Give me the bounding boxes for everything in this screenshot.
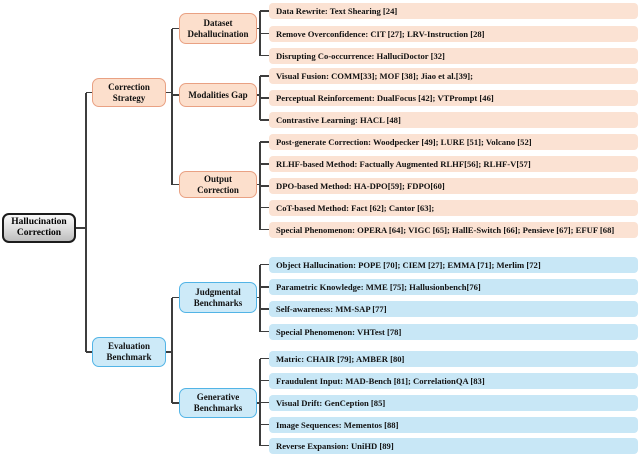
connector-line xyxy=(260,163,269,165)
connector-line xyxy=(260,330,269,333)
connector-line xyxy=(259,11,261,56)
node-modalities-gap: Modalities Gap xyxy=(179,83,257,107)
leaf-post-generate-correction: Post-generate Correction: Woodpecker [49… xyxy=(269,134,638,150)
connector-line xyxy=(260,379,269,382)
leaf-perceptual-reinforcement: Perceptual Reinforcement: DualFocus [42]… xyxy=(269,90,638,106)
connector-line xyxy=(259,142,261,230)
connector-line xyxy=(260,119,269,121)
connector-line xyxy=(260,97,269,99)
connector-line xyxy=(85,92,87,352)
leaf-self-awareness: Self-awareness: MM-SAP [77] xyxy=(269,301,638,317)
connector-line xyxy=(259,76,261,120)
connector-line xyxy=(171,28,173,185)
connector-line xyxy=(172,296,179,299)
leaf-contrastive-learning: Contrastive Learning: HACL [48] xyxy=(269,112,638,128)
connector-line xyxy=(257,183,260,186)
connector-line xyxy=(260,185,269,187)
connector-line xyxy=(76,227,86,229)
leaf-reverse-expansion: Reverse Expansion: UniHD [89] xyxy=(269,437,638,454)
connector-line xyxy=(171,297,173,403)
connector-line xyxy=(260,10,269,12)
leaf-remove-overconfidence: Remove Overconfidence: CIT [27]; LRV-Ins… xyxy=(269,25,638,42)
connector-line xyxy=(259,264,261,332)
connector-line xyxy=(260,423,269,426)
connector-line xyxy=(172,27,179,30)
leaf-fraudulent-input: Fraudulent Input: MAD-Bench [81]; Correl… xyxy=(269,372,638,389)
connector-line xyxy=(260,32,269,35)
leaf-visual-fusion: Visual Fusion: COMM[33]; MOF [38]; Jiao … xyxy=(269,68,638,84)
node-evaluation-benchmark: Evaluation Benchmark xyxy=(92,337,166,367)
leaf-matric: Matric: CHAIR [79]; AMBER [80] xyxy=(269,350,638,367)
node-dataset-dehallucination: Dataset Dehallucination xyxy=(179,13,257,44)
leaf-special-phenomenon: Special Phenomenon: OPERA [64]; VIGC [65… xyxy=(269,221,638,238)
connector-line xyxy=(260,141,269,143)
connector-line xyxy=(172,94,179,96)
leaf-visual-drift: Visual Drift: GenCeption [85] xyxy=(269,394,638,411)
node-output-correction: Output Correction xyxy=(179,171,257,198)
connector-line xyxy=(260,228,269,231)
connector-line xyxy=(257,94,260,96)
connector-line xyxy=(166,351,172,353)
leaf-disrupting-co-occurrence: Disrupting Co-occurrence: HalluciDoctor … xyxy=(269,47,638,64)
leaf-dpo-based-method: DPO-based Method: HA-DPO[59]; FDPO[60] xyxy=(269,178,638,194)
connector-line xyxy=(257,402,260,404)
connector-line xyxy=(260,54,269,57)
leaf-object-hallucination: Object Hallucination: POPE [70]; CIEM [2… xyxy=(269,256,638,273)
connector-line xyxy=(260,286,269,288)
connector-line xyxy=(260,444,269,447)
connector-line xyxy=(260,401,269,404)
connector-line xyxy=(172,402,179,404)
leaf-special-phenomenon: Special Phenomenon: VHTest [78] xyxy=(269,323,638,340)
connector-line xyxy=(86,91,92,94)
connector-line xyxy=(259,358,261,446)
node-generative-benchmarks: Generative Benchmarks xyxy=(179,388,257,418)
connector-line xyxy=(166,91,172,94)
leaf-data-rewrite: Data Rewrite: Text Shearing [24] xyxy=(269,3,638,19)
connector-line xyxy=(257,296,260,299)
connector-line xyxy=(86,351,92,353)
connector-line xyxy=(257,27,260,30)
connector-line xyxy=(260,308,269,310)
leaf-parametric-knowledge: Parametric Knowledge: MME [75]; Hallusio… xyxy=(269,279,638,295)
connector-line xyxy=(260,75,269,77)
connector-line xyxy=(260,357,269,360)
leaf-image-sequences: Image Sequences: Mementos [88] xyxy=(269,416,638,433)
leaf-cot-based-method: CoT-based Method: Fact [62]; Cantor [63]… xyxy=(269,199,638,216)
connector-line xyxy=(172,183,179,186)
node-hallucination-correction: Hallucination Correction xyxy=(2,213,76,243)
leaf-rlhf-based-method: RLHF-based Method: Factually Augmented R… xyxy=(269,156,638,172)
node-correction-strategy: Correction Strategy xyxy=(92,78,166,107)
connector-line xyxy=(260,206,269,209)
node-judgmental-benchmarks: Judgmental Benchmarks xyxy=(179,282,257,313)
connector-line xyxy=(260,263,269,266)
